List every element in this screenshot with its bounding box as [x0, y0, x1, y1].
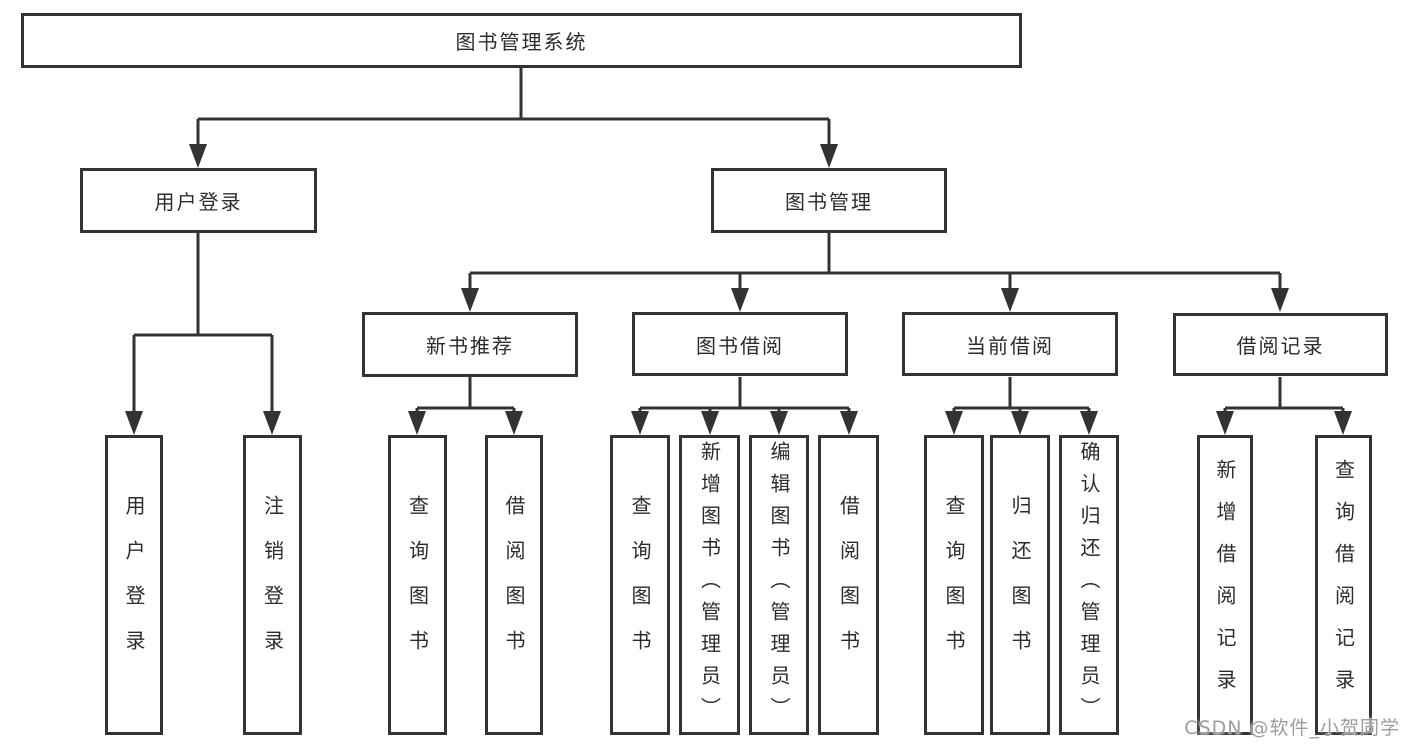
node-label: 新书推荐: [426, 334, 514, 358]
node-new-book-recommend: 新书推荐: [362, 312, 578, 377]
node-label: 借阅图书: [836, 495, 861, 675]
arrowheads: [125, 144, 1352, 435]
node-label: 图书管理: [785, 190, 873, 214]
node-label: 查询图书: [942, 495, 966, 675]
node-root: 图书管理系统: [21, 13, 1022, 68]
node-current-borrow: 当前借阅: [902, 312, 1118, 376]
node-label: 查询图书: [628, 495, 652, 675]
connector-lines: [132, 68, 1345, 417]
node-label: 图书管理系统: [455, 30, 588, 54]
leaf-borrow-books-newrec: 借阅图书: [485, 435, 543, 735]
node-book-management: 图书管理: [711, 168, 947, 233]
leaf-confirm-return-admin: 确认归还（管理员）: [1059, 435, 1119, 735]
node-label: 当前借阅: [966, 333, 1054, 358]
node-label: 归还图书: [1008, 495, 1032, 675]
leaf-add-borrow-record: 新增借阅记录: [1197, 435, 1253, 735]
csdn-watermark: CSDN @软件_小贺同学: [1184, 717, 1400, 739]
leaf-query-books-current: 查询图书: [924, 435, 984, 735]
node-label: 查询图书: [405, 495, 430, 675]
leaf-logout: 注销登录: [243, 435, 302, 735]
leaf-add-books-admin: 新增图书（管理员）: [679, 435, 740, 735]
node-label: 用户登录: [122, 495, 146, 675]
leaf-return-books: 归还图书: [990, 435, 1050, 735]
leaf-query-books-newrec: 查询图书: [388, 435, 447, 735]
leaf-edit-books-admin: 编辑图书（管理员）: [749, 435, 809, 735]
node-user-login: 用户登录: [80, 168, 317, 233]
node-book-borrow: 图书借阅: [632, 312, 848, 376]
node-label: 借阅图书: [502, 495, 526, 675]
node-label: 新增借阅记录: [1213, 459, 1237, 711]
node-label: 借阅记录: [1236, 334, 1325, 358]
node-label: 新增图书（管理员）: [697, 441, 722, 729]
node-label: 查询借阅记录: [1331, 459, 1356, 711]
leaf-query-borrow-record: 查询借阅记录: [1315, 435, 1372, 735]
leaf-query-books-borrow: 查询图书: [610, 435, 670, 735]
node-label: 注销登录: [260, 495, 285, 675]
node-label: 图书借阅: [696, 333, 784, 358]
node-label: 确认归还（管理员）: [1077, 441, 1101, 729]
leaf-borrow-books: 借阅图书: [818, 435, 879, 735]
node-label: 用户登录: [154, 190, 243, 214]
node-borrow-records: 借阅记录: [1173, 313, 1388, 376]
leaf-user-login: 用户登录: [105, 435, 163, 735]
node-label: 编辑图书（管理员）: [767, 441, 791, 729]
